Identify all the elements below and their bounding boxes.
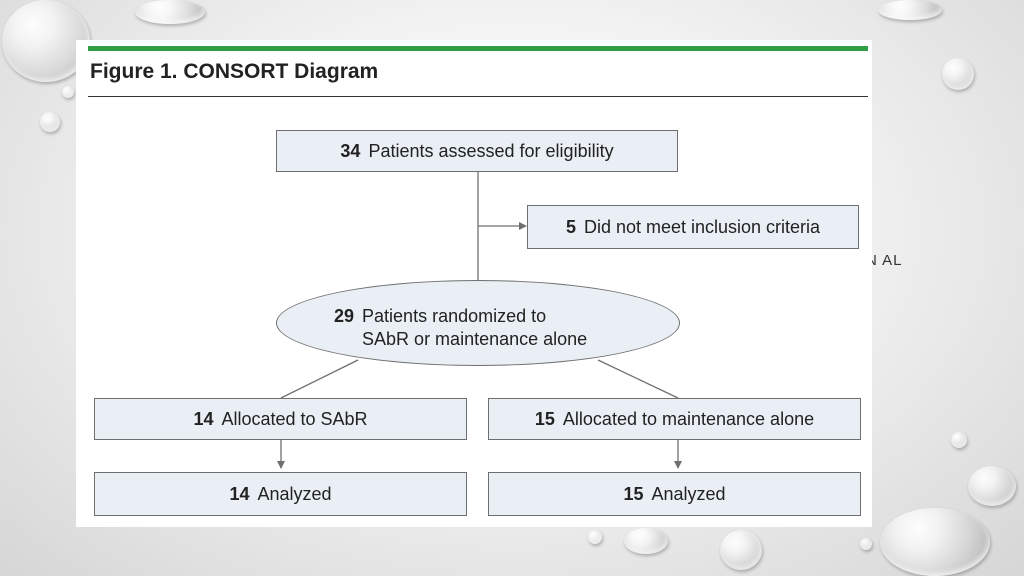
connector-to-sabr (280, 359, 359, 399)
water-drop-decoration (2, 0, 90, 82)
slide-title-fragment: N AL (866, 252, 903, 269)
count-excluded: 5 (565, 216, 576, 237)
count-randomized: 29 (334, 306, 355, 326)
label-analyzed-maintenance: Analyzed (651, 483, 726, 504)
box-analyzed-sabr: 14 Analyzed (94, 472, 467, 516)
label-randomized-line2: SAbR or maintenance alone (362, 329, 588, 349)
box-excluded: 5 Did not meet inclusion criteria (527, 205, 859, 249)
water-drop-decoration (878, 0, 942, 20)
flow-connectors (277, 172, 682, 469)
water-drop-decoration (720, 530, 762, 570)
box-allocated-sabr: 14 Allocated to SAbR (94, 398, 467, 440)
water-drop-decoration (40, 112, 60, 132)
water-drop-decoration (624, 528, 668, 554)
water-drop-decoration (860, 538, 872, 550)
ellipse-randomized (276, 280, 680, 366)
count-allocated-maintenance: 15 (534, 408, 555, 429)
randomized-text: 29 Patients randomized to SAbR or mainte… (334, 305, 587, 351)
connector-to-maintenance (597, 359, 679, 399)
water-drop-decoration (968, 466, 1016, 506)
water-drop-decoration (62, 86, 74, 98)
count-assessed: 34 (340, 140, 361, 161)
consort-figure: Figure 1. CONSORT Diagram 34 Patients as… (76, 40, 872, 527)
water-drop-decoration (942, 58, 974, 90)
label-allocated-maintenance: Allocated to maintenance alone (562, 408, 815, 429)
label-assessed: Patients assessed for eligibility (368, 140, 614, 161)
title-divider (88, 96, 868, 97)
count-analyzed-sabr: 14 (229, 483, 250, 504)
figure-title: Figure 1. CONSORT Diagram (90, 60, 379, 83)
box-assessed: 34 Patients assessed for eligibility (276, 130, 678, 172)
water-drop-decoration (588, 530, 602, 544)
box-allocated-maintenance: 15 Allocated to maintenance alone (488, 398, 861, 440)
label-excluded: Did not meet inclusion criteria (583, 216, 821, 237)
accent-bar (88, 46, 868, 51)
label-randomized-line1: Patients randomized to (362, 306, 547, 326)
water-drop-decoration (951, 432, 967, 448)
water-drop-decoration (880, 508, 990, 576)
label-analyzed-sabr: Analyzed (257, 483, 332, 504)
count-analyzed-maintenance: 15 (623, 483, 644, 504)
count-allocated-sabr: 14 (193, 408, 214, 429)
box-analyzed-maintenance: 15 Analyzed (488, 472, 861, 516)
water-drop-decoration (135, 0, 205, 24)
label-allocated-sabr: Allocated to SAbR (221, 408, 368, 429)
